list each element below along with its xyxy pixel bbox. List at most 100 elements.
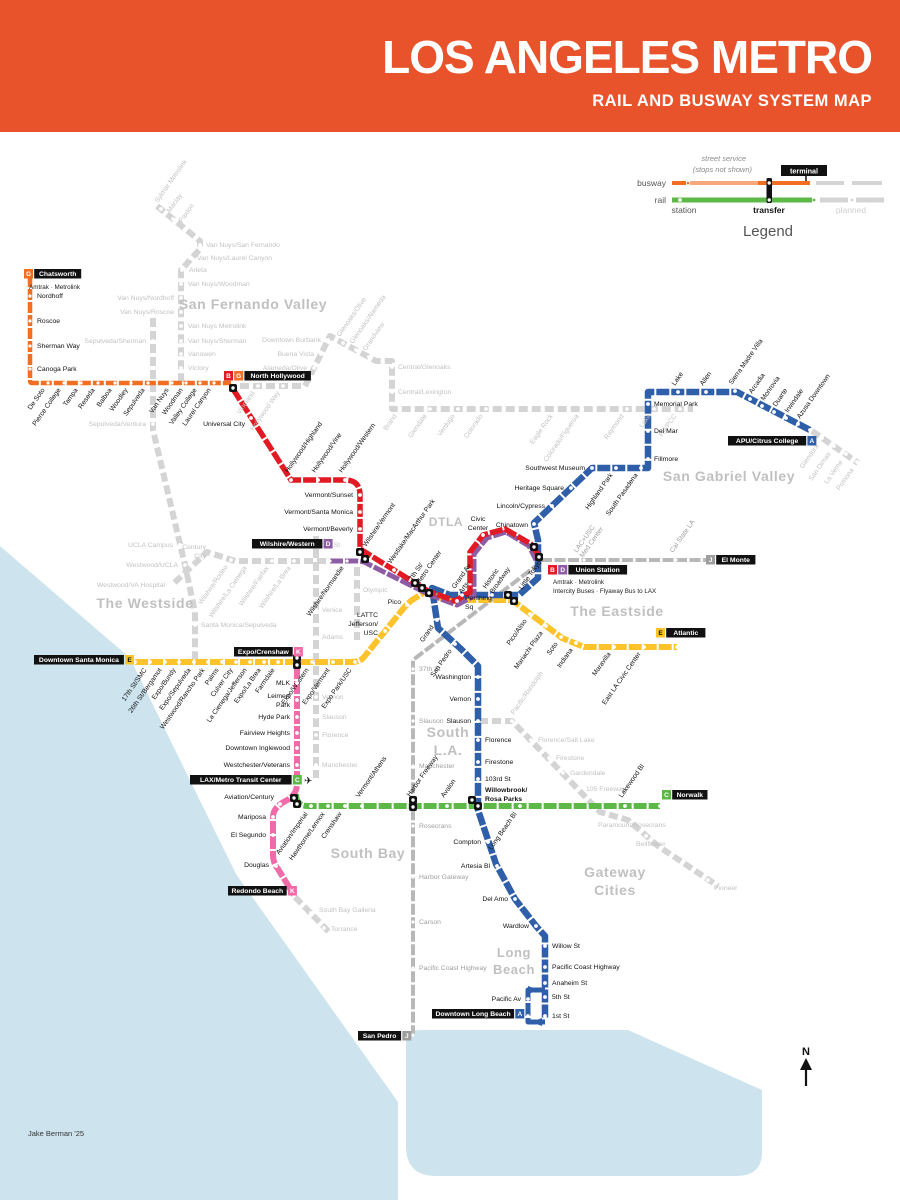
station-dot — [612, 645, 616, 649]
transfer-dot — [411, 805, 415, 809]
station-label: Central/Lexington — [398, 389, 451, 396]
terminal-label: Union Station — [576, 567, 620, 574]
station-dot — [796, 422, 800, 426]
station-dot — [129, 381, 133, 385]
station-dot — [528, 612, 532, 616]
station-label: Memorial Park — [654, 401, 698, 408]
north-arrow-head — [800, 1058, 812, 1070]
station-dot — [249, 416, 253, 420]
terminal-label: San Pedro — [363, 1033, 397, 1040]
water-0 — [0, 546, 398, 1200]
station-label: Manchester — [322, 762, 358, 769]
station-label: Maravilla — [591, 651, 612, 677]
station-dot — [314, 763, 318, 767]
station-label: Vermont/Beverly — [303, 526, 353, 533]
station-label: Allen — [699, 371, 714, 388]
station-label: 37th St — [419, 666, 441, 673]
station-dot — [518, 804, 522, 808]
station-label: Heritage Square — [515, 485, 565, 492]
station-label: Center — [468, 525, 489, 532]
transfer-dot — [506, 593, 510, 597]
station-label: 5th St — [552, 994, 570, 1001]
legend-terminal-label: terminal — [790, 167, 818, 176]
station-dot — [544, 624, 548, 628]
station-label: Compton — [453, 839, 481, 846]
station-dot — [46, 381, 50, 385]
station-label: Willowbrook/ — [485, 787, 527, 794]
station-dot — [179, 324, 183, 328]
station-label: Leimert — [267, 693, 290, 700]
transfer-dot — [295, 802, 299, 806]
north-label: N — [802, 1046, 810, 1058]
station-label: Arleta — [189, 267, 207, 274]
station-label: Soto — [546, 641, 560, 657]
station-dot — [270, 559, 274, 563]
station-label: Artesia Bl — [461, 863, 491, 870]
station-dot — [772, 410, 776, 414]
station-label: Carson — [419, 919, 441, 926]
station-label: Van Nuys/Woodman — [188, 281, 250, 288]
station-dot — [248, 660, 252, 664]
station-dot — [248, 559, 252, 563]
line-D — [330, 529, 539, 608]
terminal-box — [252, 539, 323, 549]
station-dot — [314, 695, 318, 699]
transfer-dot — [295, 663, 299, 667]
station-dot — [234, 660, 238, 664]
station-dot — [623, 804, 627, 808]
station-dot — [574, 641, 578, 645]
station-dot — [271, 833, 275, 837]
station-label: Venice — [322, 607, 343, 614]
line-chip-J — [402, 1031, 412, 1041]
station-dot — [295, 681, 299, 685]
station-dot — [358, 493, 362, 497]
station-label: Paxton — [178, 203, 196, 225]
station-label: Canoga Park — [37, 366, 77, 373]
station-dot — [820, 436, 824, 440]
station-dot — [510, 719, 514, 723]
station-dot — [179, 339, 183, 343]
station-label: Fairview Heights — [240, 730, 291, 737]
terminal-label: Chatsworth — [39, 271, 76, 278]
station-dot — [529, 738, 533, 742]
station-dot — [341, 341, 345, 345]
station-dot — [96, 381, 100, 385]
terminal-box — [716, 555, 756, 565]
line-chip-C — [292, 775, 302, 785]
poster-subtitle: RAIL AND BUSWAY SYSTEM MAP — [592, 92, 872, 110]
station-dot — [476, 697, 480, 701]
station-dot — [392, 568, 396, 572]
line-chip-A — [515, 1009, 525, 1019]
legend-transfer-bar — [766, 178, 772, 203]
legend-busway-dot — [686, 181, 690, 185]
station-dot — [550, 504, 554, 508]
station-dot — [295, 715, 299, 719]
line-chip-C — [662, 790, 671, 800]
station-label: Torrance — [331, 926, 358, 933]
station-dot — [211, 552, 215, 556]
station-label: Jefferson/ — [348, 621, 378, 628]
line-chip-letter: G — [26, 271, 31, 278]
station-dot — [326, 338, 330, 342]
station-dot — [411, 920, 415, 924]
station-dot — [733, 389, 737, 393]
terminal-box — [234, 647, 293, 657]
station-dot — [618, 815, 622, 819]
terminal-label: Expo/Crenshaw — [238, 649, 290, 656]
station-label: Pioneer — [714, 885, 738, 892]
station-label: Reseda — [77, 387, 96, 410]
terminal-label: Downtown Long Beach — [435, 1011, 510, 1018]
station-dot — [206, 660, 210, 664]
station-dot — [832, 444, 836, 448]
region-label: San Fernando Valley — [179, 296, 327, 312]
line-chip-D — [323, 539, 333, 549]
station-label: Rosa Parks — [485, 796, 522, 803]
station-label: Willow St — [552, 943, 580, 950]
line-chip-letter: J — [405, 1033, 409, 1040]
station-dot — [760, 404, 764, 408]
station-label: Sq — [465, 604, 474, 611]
station-dot — [445, 804, 449, 808]
legend-street-service: street service — [701, 154, 746, 163]
station-label: Anaheim St — [552, 980, 587, 987]
